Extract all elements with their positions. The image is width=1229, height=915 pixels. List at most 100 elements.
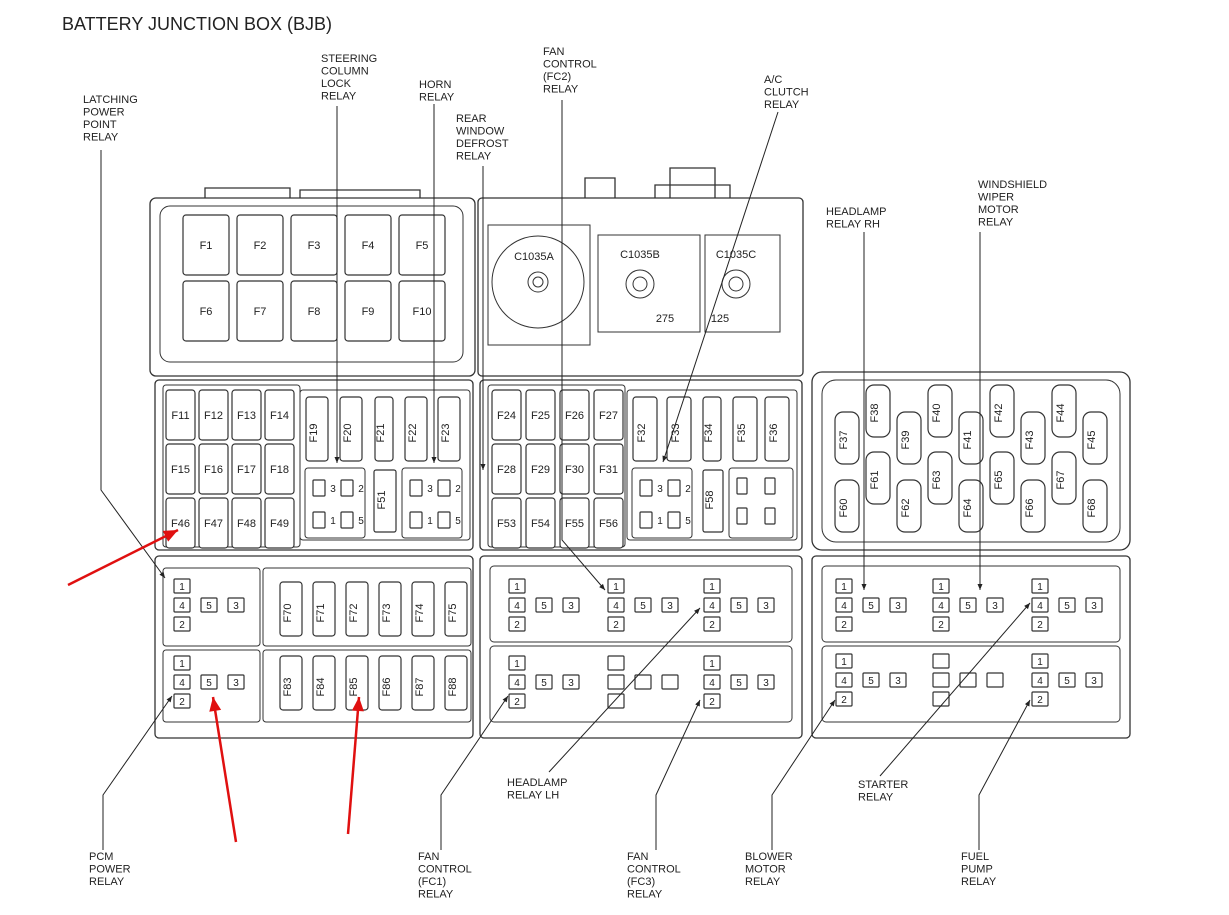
relay-socket bbox=[401, 467, 463, 539]
fuse bbox=[264, 443, 295, 495]
relay-pin-number: 3 bbox=[427, 484, 433, 495]
relay-pin-number: 1 bbox=[938, 582, 944, 593]
fuse bbox=[1020, 411, 1046, 465]
relay-pin-number: 2 bbox=[179, 620, 185, 631]
fuse bbox=[312, 581, 336, 637]
fuse-label: F46 bbox=[171, 518, 190, 530]
relay-pin bbox=[736, 477, 748, 495]
fuse bbox=[1082, 479, 1108, 533]
relay-pin-number: 1 bbox=[613, 582, 619, 593]
leader-arrowhead bbox=[662, 455, 668, 462]
fuse-label: F33 bbox=[670, 424, 682, 443]
housing-bot-center bbox=[479, 555, 803, 739]
fuse bbox=[702, 469, 724, 533]
relay-pin bbox=[932, 578, 950, 594]
housing-top-left bbox=[149, 197, 476, 377]
relay-pin bbox=[508, 597, 526, 613]
fuse-label: F48 bbox=[237, 518, 256, 530]
relay-pin-number: 4 bbox=[1037, 676, 1043, 687]
callout-leader-lines bbox=[100, 100, 1031, 850]
fuse bbox=[593, 443, 624, 495]
connector-label: C1035A bbox=[514, 251, 554, 263]
relay-pin bbox=[835, 597, 853, 613]
c1035c-stud-core bbox=[728, 276, 744, 292]
fuse bbox=[732, 396, 758, 462]
housing-outlines bbox=[149, 167, 1131, 739]
leader-line bbox=[100, 150, 166, 579]
relay-pin bbox=[736, 507, 748, 525]
fuse-label: F20 bbox=[342, 424, 354, 443]
relay-pin-number: 3 bbox=[568, 601, 574, 612]
fuse-label: F60 bbox=[838, 499, 850, 518]
relay-pin-number: 3 bbox=[657, 484, 663, 495]
relay-pin bbox=[667, 479, 681, 497]
relay-pin-number: 5 bbox=[541, 678, 547, 689]
fuse-label: F42 bbox=[993, 404, 1005, 423]
relay-pin bbox=[200, 674, 218, 690]
leader-arrowhead bbox=[159, 571, 165, 578]
relay-pin bbox=[227, 597, 245, 613]
fuse bbox=[896, 479, 922, 533]
fuse-label: F72 bbox=[348, 604, 360, 623]
relay-pin-number: 4 bbox=[179, 678, 185, 689]
leader-arrowhead bbox=[166, 696, 172, 703]
fuse bbox=[231, 389, 262, 441]
relay-pin-number: 2 bbox=[841, 695, 847, 706]
fuse-label: F65 bbox=[993, 471, 1005, 490]
fuse bbox=[491, 389, 522, 441]
fuse bbox=[264, 389, 295, 441]
relay-latching bbox=[162, 567, 261, 647]
housing-mid-right bbox=[811, 371, 1131, 551]
leader-arrowhead bbox=[1024, 700, 1030, 707]
relay-pin-number: 5 bbox=[358, 516, 364, 527]
relay-pin-number: 1 bbox=[841, 582, 847, 593]
fuse bbox=[632, 396, 658, 462]
fuse-label: F13 bbox=[237, 410, 256, 422]
fuse bbox=[411, 581, 435, 637]
relay-pin-number: 2 bbox=[841, 620, 847, 631]
relay-pin bbox=[730, 674, 748, 690]
relay-pin-number: 4 bbox=[709, 601, 715, 612]
leader-arrowhead bbox=[334, 457, 340, 463]
relay-pin bbox=[703, 655, 721, 671]
relay-pcm bbox=[162, 649, 261, 723]
relay-pin bbox=[639, 511, 653, 529]
relay-pin bbox=[703, 578, 721, 594]
c1035b-stud-core bbox=[632, 276, 648, 292]
relay-pin-number: 3 bbox=[568, 678, 574, 689]
fuse-label: F75 bbox=[447, 604, 459, 623]
fuse-label: F85 bbox=[348, 678, 360, 697]
relay-pin bbox=[932, 597, 950, 613]
fuse bbox=[231, 443, 262, 495]
fuse-label: F58 bbox=[704, 491, 716, 510]
fuse-label: F21 bbox=[375, 424, 387, 443]
relay-pin-number: 2 bbox=[1037, 620, 1043, 631]
fuse-label: F25 bbox=[531, 410, 550, 422]
relay-pin bbox=[173, 578, 191, 594]
fuse-label: F71 bbox=[315, 604, 327, 623]
relay-socket bbox=[728, 467, 794, 539]
relay-pin bbox=[1031, 597, 1049, 613]
relay-pin bbox=[607, 674, 625, 690]
housing-mid-center bbox=[479, 379, 803, 551]
relay-pin bbox=[437, 479, 451, 497]
relay-pin-number: 5 bbox=[736, 601, 742, 612]
fuse bbox=[231, 497, 262, 549]
relay-pin bbox=[200, 597, 218, 613]
relay-pin bbox=[764, 507, 776, 525]
relay-pin-number: 2 bbox=[514, 697, 520, 708]
relay-pin-number: 5 bbox=[206, 601, 212, 612]
fuse-label: F22 bbox=[407, 424, 419, 443]
fuse bbox=[312, 655, 336, 711]
fuse-label: F47 bbox=[204, 518, 223, 530]
fuse bbox=[404, 396, 428, 462]
